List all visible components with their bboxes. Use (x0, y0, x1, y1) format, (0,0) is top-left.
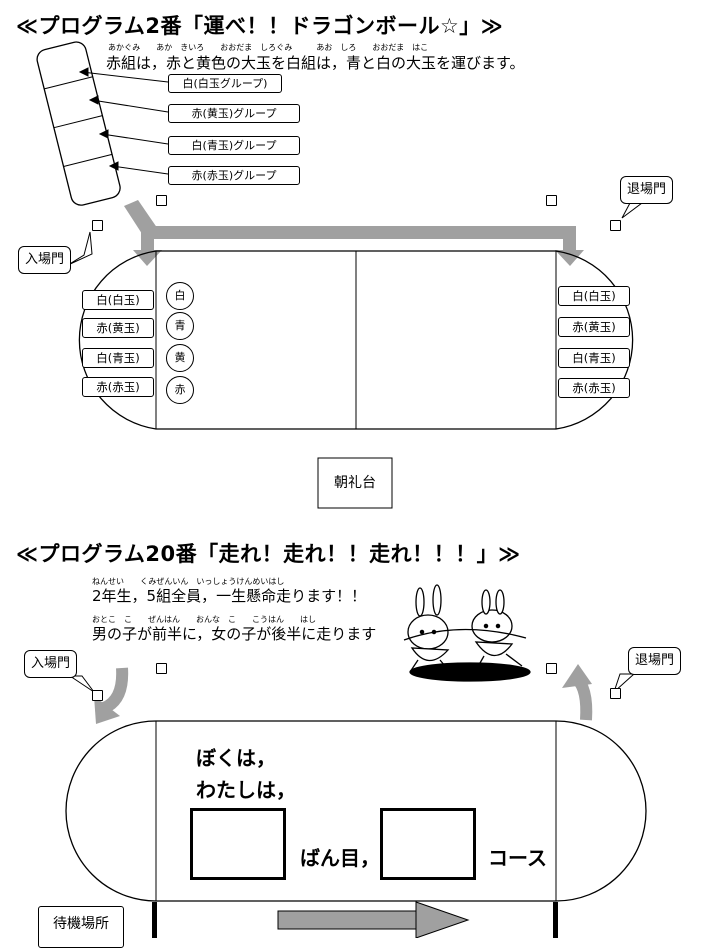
ball-circle-red: 赤 (166, 376, 194, 404)
left-label-4: 赤(赤玉) (82, 377, 154, 397)
stand-label: 朝礼台 (334, 475, 376, 491)
gate-marker (92, 220, 103, 231)
gate-marker (156, 195, 167, 206)
group-stack (36, 41, 121, 206)
right-label-2: 赤(黄玉) (558, 317, 630, 337)
gate-marker (546, 663, 557, 674)
right-label-3: 白(青玉) (558, 348, 630, 368)
ball-circle-blue: 青 (166, 312, 194, 340)
stack-label-1: 白(白玉グループ) (168, 74, 282, 93)
gate-marker (610, 688, 621, 699)
program2-ruby: あかぐみ あか きいろ おおだま しろぐみ あお しろ おおだま はこ (108, 43, 429, 52)
stack-label-4: 赤(赤玉)グループ (168, 166, 300, 185)
waiting-area-label: 待機場所 (38, 906, 124, 948)
order-blank-box (190, 808, 286, 880)
program20-title: ≪プログラム20番「走れ！走れ！！走れ！！！」≫ (16, 542, 521, 566)
exit-bubble: 退場門 (628, 647, 682, 675)
route-arrow (124, 200, 584, 266)
order-suffix: ばん目， (300, 846, 380, 870)
course-suffix: コース (488, 846, 547, 870)
gate-marker (156, 663, 167, 674)
right-label-1: 白(白玉) (558, 286, 630, 306)
program20-ruby-1: ねんせい くみぜんいん いっしょうけんめいはし (92, 577, 285, 586)
gate-marker (546, 195, 557, 206)
program2-field-diagram (36, 41, 644, 509)
program20-line-2: 男の子が前半に，女の子が後半に走ります (92, 625, 377, 643)
left-label-2: 赤(黄玉) (82, 318, 154, 338)
program2-description: 赤組は，赤と黄色の大玉を白組は，青と白の大玉を運びます。 (106, 54, 525, 72)
program2-title: ≪プログラム2番「運べ！！ドラゴンボール☆」≫ (16, 14, 504, 38)
gate-marker (92, 690, 103, 701)
left-label-1: 白(白玉) (82, 290, 154, 310)
stack-label-3: 白(青玉)グループ (168, 136, 300, 155)
entrance-bubble: 入場門 (18, 246, 72, 274)
ball-circle-yellow: 黄 (166, 344, 194, 372)
running-rabbits-illustration (403, 584, 531, 682)
left-label-3: 白(青玉) (82, 348, 154, 368)
ball-circle-white: 白 (166, 282, 194, 310)
right-label-4: 赤(赤玉) (558, 378, 630, 398)
stack-label-2: 赤(黄玉)グループ (168, 104, 300, 123)
exit-bubble: 退場門 (620, 176, 674, 204)
gate-marker (610, 220, 621, 231)
program20-field-diagram (65, 584, 647, 938)
entrance-bubble: 入場門 (24, 650, 78, 678)
program20-ruby-2: おとこ こ ぜんはん おんな こ こうはん はし (92, 615, 316, 624)
fill-line-2: わたしは， (196, 778, 296, 802)
course-blank-box (380, 808, 476, 880)
fill-line-1: ぼくは， (196, 746, 276, 770)
program20-line-1: 2年生，5組全員，一生懸命走ります！！ (92, 587, 367, 605)
